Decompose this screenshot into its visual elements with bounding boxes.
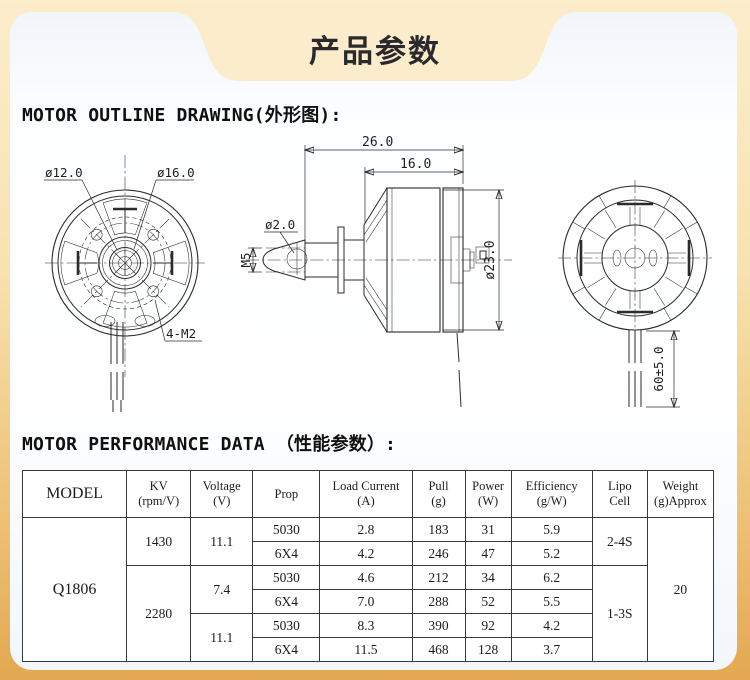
rear-view-drawing: 60±5.0: [558, 180, 712, 407]
cell-power: 47: [464, 541, 512, 566]
cell-efficiency: 6.2: [510, 565, 593, 590]
cell-model: Q1806: [21, 517, 128, 662]
cell-lipo: 2-4S: [591, 517, 648, 566]
cell-pull: 468: [411, 637, 466, 662]
table-row: Q1806 1430 11.1 5030 2.8 183 31 5.9 2-4S…: [21, 517, 715, 662]
cell-voltage: 11.1: [190, 613, 254, 662]
cell-pull: 288: [411, 589, 466, 614]
cell-load-current: 11.5: [319, 637, 413, 662]
table-header-row: MODEL KV (rpm/V) Voltage (V) Prop Load C…: [21, 470, 715, 518]
rear-dim-wire-label: 60±5.0: [651, 346, 666, 391]
side-dim-shaft-label: ø2.0: [265, 217, 295, 232]
cell-voltage: 7.4: [190, 565, 254, 614]
motor-outline-drawing: ø12.0 ø16.0 4-M2 26.0 16.0 M5 ø2.0: [44, 135, 712, 412]
cell-load-current: 4.6: [319, 565, 413, 590]
header-weight: Weight (g)Approx: [646, 470, 715, 518]
cell-prop: 6X4: [252, 589, 321, 614]
cell-prop: 5030: [252, 565, 321, 590]
cell-power: 128: [464, 637, 512, 662]
outline-section-title: MOTOR OUTLINE DRAWING(外形图):: [22, 105, 342, 126]
cell-prop: 6X4: [252, 637, 321, 662]
cell-efficiency: 4.2: [510, 613, 593, 638]
cell-lipo: 1-3S: [591, 565, 648, 662]
cell-prop: 6X4: [252, 541, 321, 566]
table-row: 6X4 11.5 468 128 3.7: [23, 637, 714, 662]
front-view-drawing: ø12.0 ø16.0 4-M2: [44, 155, 205, 412]
cell-load-current: 7.0: [319, 589, 413, 614]
cell-load-current: 4.2: [319, 541, 413, 566]
header-efficiency: Efficiency (g/W): [510, 470, 593, 518]
side-view-drawing: 26.0 16.0 M5 ø2.0: [238, 135, 512, 408]
cell-pull: 246: [411, 541, 466, 566]
table-row: 2280 7.4 5030 4.6 212 34 6.2 1-3S: [23, 565, 714, 662]
cell-pull: 183: [411, 517, 466, 542]
front-dim-holes-label: 4-M2: [166, 326, 196, 341]
cell-voltage: 11.1: [190, 517, 254, 566]
front-dim-inner-label: ø12.0: [45, 165, 83, 180]
cell-kv: 2280: [126, 565, 192, 662]
cell-power: 31: [464, 517, 512, 542]
performance-section-title: MOTOR PERFORMANCE DATA （性能参数）:: [22, 434, 397, 455]
rear-view-wires: [628, 330, 642, 407]
cell-efficiency: 3.7: [510, 637, 593, 662]
header-model: MODEL: [21, 470, 128, 518]
cell-efficiency: 5.9: [510, 517, 593, 542]
cell-power: 34: [464, 565, 512, 590]
side-dim-diameter-label: ø23.0: [483, 240, 498, 279]
cell-load-current: 8.3: [319, 613, 413, 638]
header-prop: Prop: [252, 470, 321, 518]
cell-power: 52: [464, 589, 512, 614]
front-view-wires: [110, 322, 124, 412]
page-title: 产品参数: [309, 34, 441, 69]
banner-tab-shape: [173, 12, 577, 81]
header-pull: Pull (g): [411, 470, 466, 518]
performance-table: MODEL KV (rpm/V) Voltage (V) Prop Load C…: [21, 470, 715, 662]
cell-weight: 20: [646, 517, 715, 662]
header-voltage: Voltage (V): [190, 470, 254, 518]
cell-prop: 5030: [252, 517, 321, 542]
cell-pull: 390: [411, 613, 466, 638]
cell-prop: 5030: [252, 613, 321, 638]
cell-efficiency: 5.2: [510, 541, 593, 566]
cell-pull: 212: [411, 565, 466, 590]
cell-kv: 1430: [126, 517, 192, 566]
cell-efficiency: 5.5: [510, 589, 593, 614]
header-power: Power (W): [464, 470, 512, 518]
header-load-current: Load Current (A): [319, 470, 413, 518]
table-row: 6X4 4.2 246 47 5.2: [23, 541, 714, 566]
side-dim-thread-label: M5: [238, 252, 253, 267]
side-dim-total-label: 26.0: [362, 135, 393, 150]
header-kv: KV (rpm/V): [126, 470, 192, 518]
cell-power: 92: [464, 613, 512, 638]
header-lipo-cell: Lipo Cell: [591, 470, 648, 518]
cell-load-current: 2.8: [319, 517, 413, 542]
front-dim-outer-label: ø16.0: [157, 165, 195, 180]
side-dim-body-label: 16.0: [400, 157, 431, 172]
